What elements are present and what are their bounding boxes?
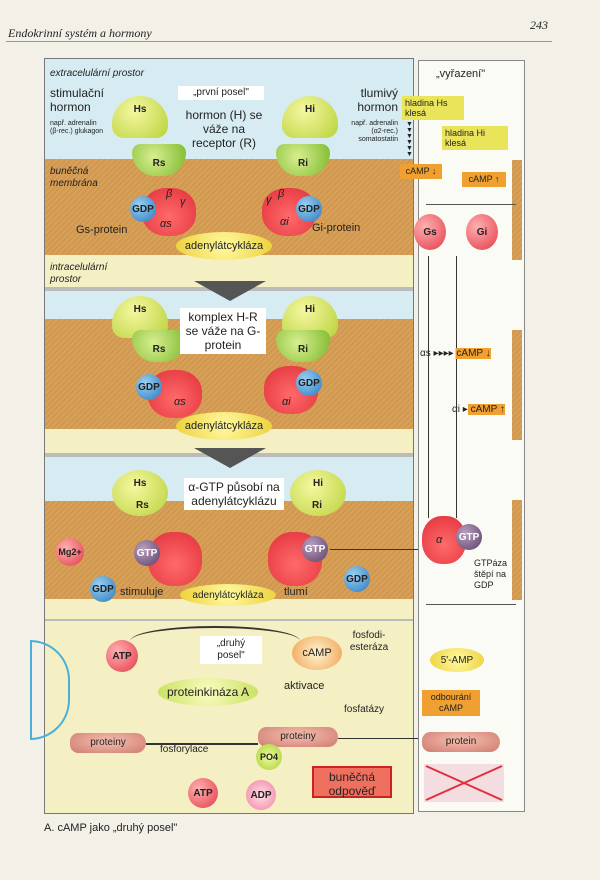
phosphatases-label: fosfatázy bbox=[344, 704, 385, 715]
mg-ion: Mg2+ bbox=[56, 538, 84, 566]
protein-inactive: protein bbox=[422, 732, 500, 752]
stimulates-label: stimuluje bbox=[120, 586, 164, 598]
right-edge-strip bbox=[512, 330, 522, 440]
rs-label: Rs bbox=[136, 500, 149, 511]
beta-label: β bbox=[278, 188, 285, 200]
inactivation-title: „vyřazení" bbox=[436, 68, 486, 80]
complex-hs-rs: Hs bbox=[112, 470, 168, 516]
label-intracellular: intracelulární prostor bbox=[50, 262, 108, 285]
alpha-s-camp: αs ▸▸▸▸ cAMP ↓ bbox=[420, 348, 491, 360]
header-rule bbox=[6, 41, 552, 42]
arrow-to-protein bbox=[338, 738, 418, 739]
adp-ball: ADP bbox=[246, 780, 276, 810]
receptor-rs: Rs bbox=[132, 144, 186, 176]
crossed-out-box bbox=[424, 764, 504, 802]
camp-up-box: cAMP ↑ bbox=[462, 172, 506, 187]
label-stim-hormone: stimulační hormon bbox=[50, 86, 105, 114]
phosphodiesterase-label: fosfodi-esteráza bbox=[349, 630, 389, 653]
alpha-i-label: αi bbox=[280, 216, 289, 228]
hs-drops-box: hladina Hs klesá bbox=[402, 96, 464, 120]
gi-protein-label: Gi-protein bbox=[312, 222, 361, 234]
alpha-label: α bbox=[436, 534, 443, 546]
running-header: Endokrinní systém a hormony bbox=[8, 26, 152, 40]
cell-response-box: buněčná odpověď bbox=[312, 766, 392, 798]
phosphorylation-label: fosforylace bbox=[160, 744, 209, 755]
alpha-s-label: αs bbox=[174, 396, 186, 408]
gs-protein-label: Gs-protein bbox=[76, 224, 128, 236]
proteins-unphosphorylated: proteiny bbox=[70, 733, 146, 753]
binding-note: hormon (H) se váže na receptor (R) bbox=[185, 108, 263, 150]
camp-down-box: cAMP ↓ bbox=[400, 164, 442, 179]
label-inhib-hormone: tlumivý hormon bbox=[357, 86, 398, 114]
proteins-phosphorylated: proteiny bbox=[258, 727, 338, 747]
arrow-up-line bbox=[456, 256, 457, 518]
gamma-label: γ bbox=[180, 196, 186, 208]
page-number: 243 bbox=[530, 18, 548, 32]
activation-label: aktivace bbox=[284, 680, 325, 692]
adenylate-cyclase: adenylátcykláza bbox=[176, 232, 272, 260]
alpha-s-label: αs bbox=[160, 218, 172, 230]
camp-ball: cAMP bbox=[292, 636, 342, 670]
figure-caption: A. cAMP jako „druhý posel" bbox=[44, 822, 178, 834]
gdp-ball: GDP bbox=[296, 196, 322, 222]
arrow-proteins bbox=[146, 743, 258, 745]
first-messenger-label: „první posel" bbox=[178, 86, 264, 100]
alpha-i-camp-label: αi ▸ cAMP ↑ bbox=[452, 404, 505, 415]
arrow-up-line bbox=[428, 256, 429, 518]
right-divider bbox=[426, 604, 516, 605]
gdp-ball: GDP bbox=[136, 374, 162, 400]
hormone-hi: Hi bbox=[282, 96, 338, 138]
label-inhib-examples: např. adrenalin (α2-rec.) somatostatin bbox=[351, 120, 398, 143]
beta-label: β bbox=[166, 188, 173, 200]
camp-breakdown-box: odbourání cAMP bbox=[422, 690, 480, 716]
gtpase-label: GTPáza štěpí na GDP bbox=[474, 558, 508, 590]
alpha-gtp-note: α-GTP působí na adenylátcyklázu bbox=[184, 478, 284, 510]
receptor-rs: Rs bbox=[132, 330, 186, 362]
gtp-ball: GTP bbox=[302, 536, 328, 562]
label-extracellular: extracelulární prostor bbox=[50, 68, 144, 79]
label-membrane: buněčná membrána bbox=[50, 166, 98, 189]
label-stim-examples: např. adrenalin (β-rec.) glukagon bbox=[50, 120, 104, 135]
amp5-ball: 5'-AMP bbox=[430, 648, 484, 672]
gi-subunit: Gi bbox=[466, 214, 498, 250]
gs-subunit: Gs bbox=[414, 214, 446, 250]
alpha-i-camp: αi ▸ cAMP ↑ bbox=[452, 404, 505, 416]
adenylate-cyclase: adenylátcykláza bbox=[180, 584, 276, 606]
receptor-ri: Ri bbox=[276, 144, 330, 176]
gdp-ball: GDP bbox=[90, 576, 116, 602]
complex-note: komplex H-R se váže na G-protein bbox=[180, 308, 266, 354]
gamma-label: γ bbox=[266, 194, 272, 206]
right-edge-strip bbox=[512, 160, 522, 260]
gdp-ball: GDP bbox=[130, 196, 156, 222]
right-divider bbox=[426, 204, 516, 205]
cross-icon bbox=[425, 765, 503, 801]
receptor-ri: Ri bbox=[276, 330, 330, 362]
adenylate-cyclase: adenylátcykláza bbox=[176, 412, 272, 440]
inhibits-label: tlumí bbox=[284, 586, 308, 598]
gtp-ball: GTP bbox=[456, 524, 482, 550]
gdp-ball: GDP bbox=[296, 370, 322, 396]
hormone-hs: Hs bbox=[112, 96, 168, 138]
right-edge-strip bbox=[512, 500, 522, 600]
ri-label: Ri bbox=[312, 500, 322, 511]
arrow-to-right-panel bbox=[330, 549, 418, 550]
arrow-atp-camp bbox=[130, 626, 300, 656]
alpha-i-label: αi bbox=[282, 396, 291, 408]
atp-ball: ATP bbox=[188, 778, 218, 808]
gdp-ball: GDP bbox=[344, 566, 370, 592]
step-arrow-icon bbox=[194, 448, 266, 468]
protein-kinase-a: proteinkináza A bbox=[158, 678, 258, 706]
down-arrows: ▼▼▼▼▼▼ bbox=[406, 121, 413, 158]
complex-hi-ri: Hi bbox=[290, 470, 346, 516]
step-arrow-icon bbox=[194, 281, 266, 301]
alpha-s-camp-label: αs ▸▸▸▸ cAMP ↓ bbox=[420, 348, 491, 359]
hi-drops-box: hladina Hi klesá bbox=[442, 126, 508, 150]
gtp-ball: GTP bbox=[134, 540, 160, 566]
phosphate-ball: PO4 bbox=[256, 744, 282, 770]
